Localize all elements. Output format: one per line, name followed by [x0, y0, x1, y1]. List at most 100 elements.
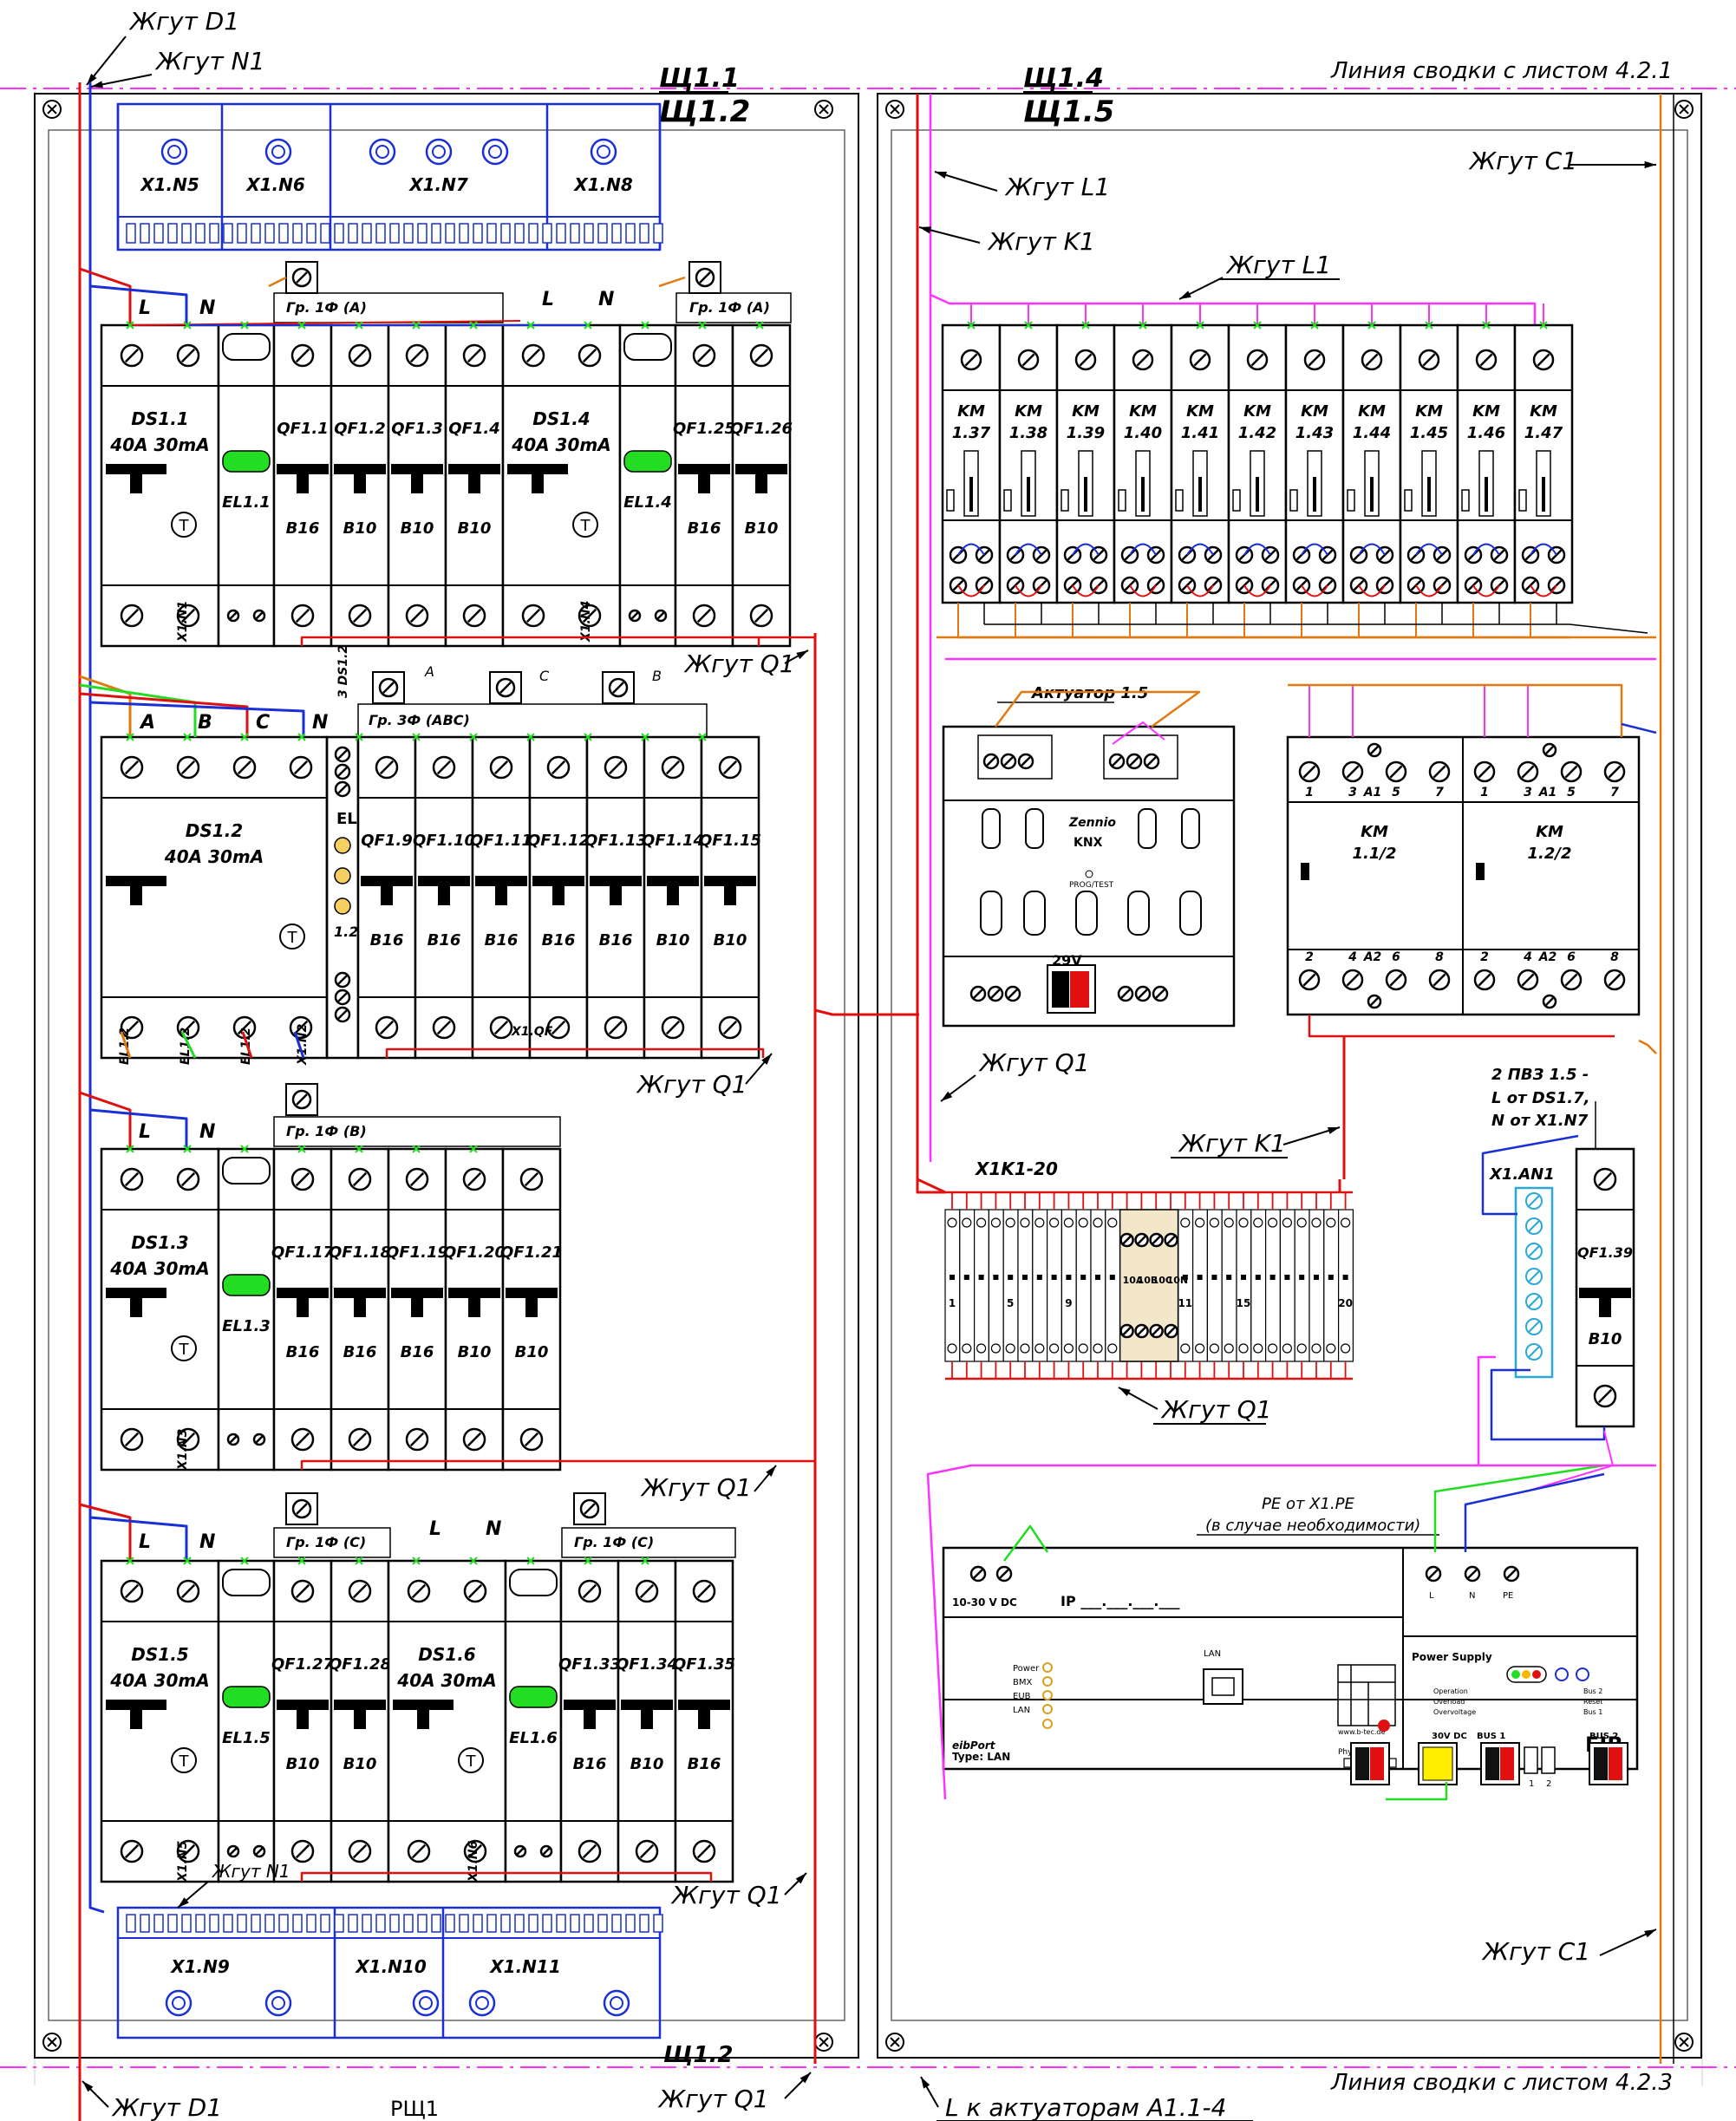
terminal-cell	[1264, 1209, 1281, 1362]
cell-screw-icon	[1209, 1343, 1220, 1354]
group-label: Гр. 1Ф (C)	[574, 1534, 654, 1550]
screw-slot	[656, 611, 665, 620]
handle-bar	[361, 876, 413, 886]
comb-tooth	[362, 223, 372, 244]
terminal-block-bottom	[116, 1906, 662, 2039]
screw-terminal-icon	[405, 604, 429, 628]
label: 15	[1237, 1297, 1251, 1309]
handle-bar	[391, 464, 443, 474]
screw-slot	[229, 611, 238, 620]
t: T	[179, 1752, 190, 1771]
screw-terminal-icon	[578, 1579, 602, 1603]
label: QF1.18	[329, 1243, 391, 1262]
wire	[300, 1871, 713, 1882]
cell-mark	[1036, 1275, 1042, 1280]
label: B16	[427, 931, 461, 950]
tick	[126, 321, 134, 330]
screw-slot	[608, 760, 623, 775]
terminal-screw-icon	[468, 1989, 496, 2017]
bus-red	[1500, 1747, 1514, 1780]
tick	[1081, 321, 1090, 330]
harness-label: Жгут Q1	[683, 649, 795, 678]
screw-terminal-icon	[120, 1427, 144, 1452]
relay-slot	[1427, 477, 1431, 512]
handle-stem	[417, 1710, 429, 1729]
handle-stem	[297, 474, 309, 493]
comb-tooth	[223, 223, 233, 244]
screw-terminal-icon	[1385, 760, 1407, 783]
cell-mark	[1269, 1275, 1276, 1280]
label: 40A 30mA	[109, 1258, 209, 1279]
screw-terminal-icon	[1603, 969, 1626, 991]
label: A	[139, 712, 155, 734]
wire-tick-icon	[412, 1145, 421, 1153]
comb-tooth	[237, 1914, 247, 1933]
label: DS1.2	[186, 820, 243, 841]
handle-stem	[724, 886, 736, 905]
wire	[79, 267, 132, 325]
cell-mark	[963, 1275, 969, 1280]
screw-slot	[337, 784, 348, 794]
screw-terminal-icon	[290, 343, 315, 368]
screw-slot	[124, 1020, 140, 1035]
screw-terminal-icon	[1132, 349, 1154, 371]
label: DS1.1	[131, 408, 188, 429]
screw-slot	[754, 348, 769, 363]
cell-mark	[1080, 1275, 1087, 1280]
comb-tooth	[486, 1914, 497, 1933]
label: 40A 30mA	[396, 1670, 496, 1691]
screw-slot	[295, 1844, 310, 1859]
comb-tooth	[611, 1914, 622, 1933]
tick	[526, 733, 535, 741]
screw-slot	[1608, 765, 1622, 779]
comb-tooth	[486, 223, 497, 244]
label: B10	[343, 1755, 377, 1773]
x	[47, 2037, 57, 2047]
screw-slot	[1079, 353, 1093, 367]
handle-stem	[525, 1298, 538, 1317]
label: DS1.4	[532, 408, 590, 429]
ring	[279, 923, 305, 950]
relay-side	[1518, 489, 1527, 512]
screw-slot	[1112, 756, 1122, 767]
handle-bar	[106, 1700, 166, 1710]
screw-terminal-icon	[692, 604, 716, 628]
panel-label: Щ1.2	[663, 2042, 734, 2068]
screw-slot	[1152, 1235, 1161, 1245]
screw-slot	[379, 760, 395, 775]
cell-screw-icon	[947, 1217, 957, 1228]
screw-terminal-icon	[432, 1015, 456, 1040]
screw-slot	[582, 348, 597, 363]
cell-screw-icon	[1311, 1343, 1322, 1354]
wire-tick-icon	[355, 1556, 363, 1565]
label: B16	[286, 519, 320, 538]
n-bar-screw-icon	[1525, 1343, 1543, 1361]
label: 1.1/2	[1353, 845, 1397, 863]
small-screw-icon	[226, 1844, 240, 1858]
wire-tick-icon	[641, 1556, 649, 1565]
label: Operation	[1433, 1687, 1468, 1695]
small-screw-icon	[1000, 753, 1017, 770]
cell-screw-icon	[1340, 1217, 1351, 1228]
breaker-handle-icon	[361, 876, 413, 905]
wire-tick-icon	[126, 733, 134, 741]
wire	[1621, 722, 1657, 734]
tick	[1539, 321, 1548, 330]
label: eibPort	[952, 1739, 996, 1752]
cell-screw-icon	[976, 1343, 987, 1354]
comb-tooth	[389, 223, 400, 244]
screw-terminal-icon	[521, 343, 545, 368]
small-screw-icon	[1108, 753, 1126, 770]
label: B10	[286, 1755, 320, 1773]
screw-terminal-icon	[489, 1015, 513, 1040]
label: QF1.34	[616, 1655, 678, 1674]
tick	[1253, 321, 1262, 330]
tick	[584, 321, 592, 330]
wire	[180, 1031, 197, 1059]
clamp-icon	[602, 671, 635, 704]
label: 1.43	[1295, 424, 1334, 442]
terminal-label: X1.N10	[354, 1956, 427, 1977]
right-panel-inner	[891, 129, 1688, 2021]
screw-slot	[1166, 1235, 1176, 1245]
small-screw-icon	[982, 753, 1000, 770]
